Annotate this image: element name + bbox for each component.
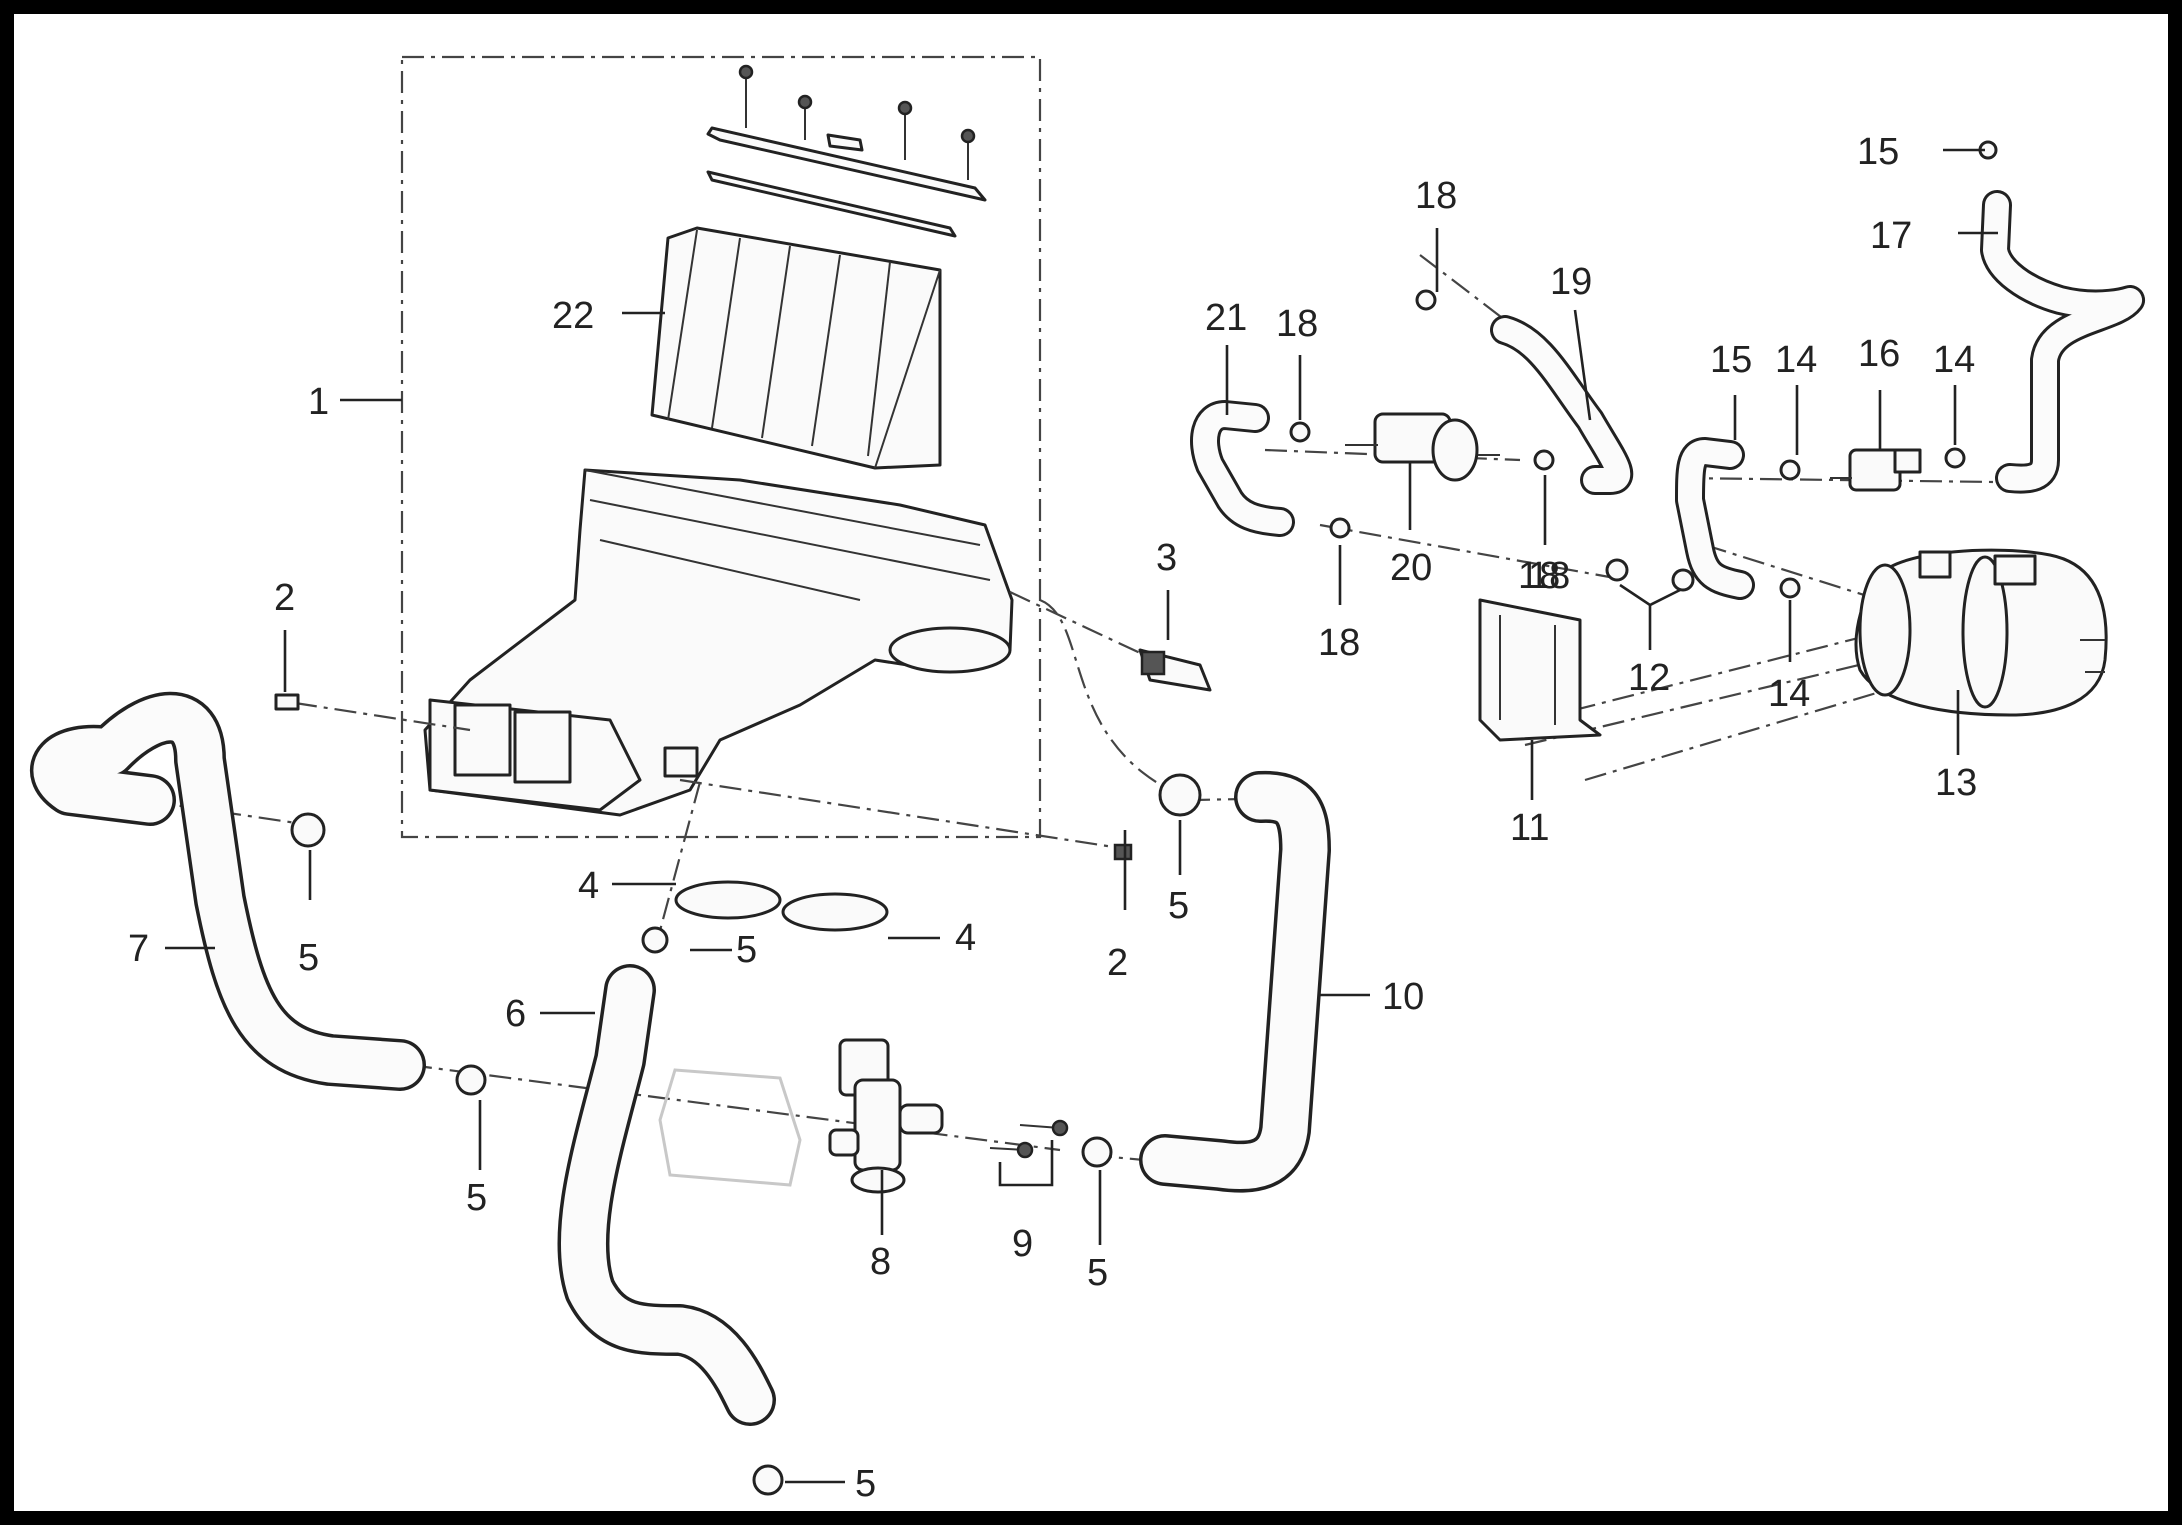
callout-13: 13 <box>1935 762 1977 804</box>
callout-labels: 1 2 2 3 4 4 5 5 5 5 5 5 6 7 8 9 10 11 12… <box>128 131 1977 1505</box>
callout-14-lower: 14 <box>1768 673 1810 715</box>
callout-14-left: 14 <box>1775 339 1817 381</box>
callout-5-center: 5 <box>736 929 757 971</box>
callout-18-bottom: 18 <box>1318 622 1360 664</box>
callout-4-left: 4 <box>578 865 599 907</box>
fitting-3 <box>1138 648 1212 692</box>
callout-4-right: 4 <box>955 917 976 959</box>
callout-2-bolt-right: 2 <box>1107 942 1128 984</box>
valve-16 <box>1830 448 1922 492</box>
callout-5-lower-right: 5 <box>1087 1252 1108 1294</box>
callout-12: 12 <box>1628 657 1670 699</box>
callout-18-center: 18 <box>1518 555 1560 597</box>
callout-5-bottom: 5 <box>855 1463 876 1505</box>
callout-1: 1 <box>308 381 329 423</box>
filter-20 <box>1345 412 1500 482</box>
callout-18-top: 18 <box>1415 175 1457 217</box>
airbox-body <box>423 468 1014 817</box>
hose-10 <box>1139 770 1331 1193</box>
callout-21: 21 <box>1205 297 1247 339</box>
airbox-assembly-boundary <box>400 55 1042 839</box>
leader-lines <box>165 148 1998 1484</box>
callout-5-lower-left: 5 <box>466 1177 487 1219</box>
valve-8 <box>658 1038 944 1194</box>
callout-18-left: 18 <box>1276 303 1318 345</box>
bolt-12 <box>1605 558 1695 650</box>
callout-15-hose: 15 <box>1710 339 1752 381</box>
hose-21 <box>1190 400 1295 537</box>
callout-19: 19 <box>1550 261 1592 303</box>
callout-20: 20 <box>1390 547 1432 589</box>
callout-11: 11 <box>1510 807 1549 849</box>
callout-15-top: 15 <box>1857 131 1899 173</box>
callout-17: 17 <box>1870 215 1912 257</box>
bracket-11 <box>1478 598 1602 742</box>
callout-2-bolt-left: 2 <box>274 577 295 619</box>
callout-7: 7 <box>128 928 149 970</box>
callout-16: 16 <box>1858 333 1900 375</box>
hose-15 <box>1675 437 1755 600</box>
callout-8: 8 <box>870 1241 891 1283</box>
hose-clamp-icon <box>290 140 1998 1496</box>
callout-18-filter: 18 <box>1528 555 1570 597</box>
callout-10: 10 <box>1382 976 1424 1018</box>
canister-13 <box>1854 548 2108 717</box>
bolt-icon <box>274 693 1133 861</box>
hose-17 <box>1980 190 2145 494</box>
callout-22: 22 <box>552 295 594 337</box>
intake-clamp-band <box>674 880 889 932</box>
callout-5-hose7: 5 <box>298 937 319 979</box>
callout-5-upper-right: 5 <box>1168 885 1189 927</box>
callout-9: 9 <box>1012 1223 1033 1265</box>
callout-6: 6 <box>505 993 526 1035</box>
hose-7 <box>30 691 426 1091</box>
cover-screw-icon <box>738 64 976 144</box>
callout-3: 3 <box>1156 537 1177 579</box>
screw-9 <box>989 1119 1069 1187</box>
air-filter-element <box>650 226 942 470</box>
callout-14-right: 14 <box>1933 339 1975 381</box>
hose-6 <box>557 964 776 1426</box>
